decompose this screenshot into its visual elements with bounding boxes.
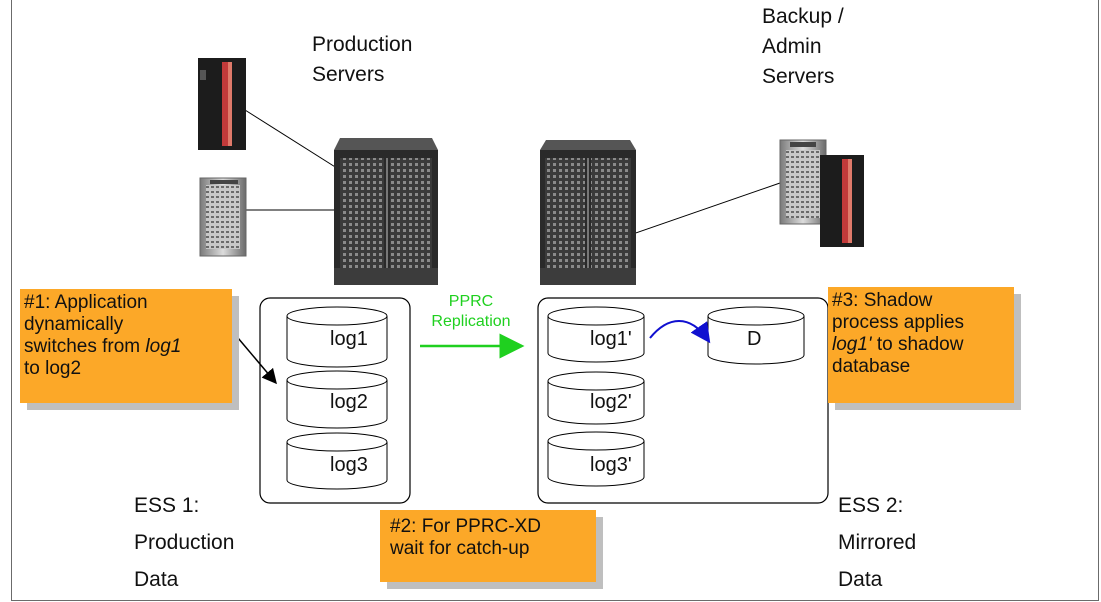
production-servers-label: Production Servers xyxy=(312,33,413,86)
volume-cylinder-log2-mirror xyxy=(547,371,645,425)
replication-label: PPRC Replication xyxy=(431,293,511,330)
ess1-label: ESS 1: Production Data xyxy=(134,494,235,591)
shadow-database-cylinder xyxy=(707,306,805,365)
step2-callout: #2: For PPRC-XD wait for catch-up xyxy=(380,510,596,582)
volume-label: log1' xyxy=(590,328,632,350)
volume-cylinder-log2 xyxy=(286,370,388,429)
step3-callout: #3: Shadow process applies log1' to shad… xyxy=(828,287,1014,403)
tall-server-icon xyxy=(820,155,864,247)
connection-line xyxy=(244,109,341,171)
storage-unit-icon xyxy=(334,138,438,285)
volume-cylinder-log1 xyxy=(286,306,388,368)
apply-arrow xyxy=(649,320,711,344)
volume-label: log1 xyxy=(330,328,368,350)
volume-cylinder-log1-mirror xyxy=(547,306,645,363)
volume-label: log3' xyxy=(590,454,632,476)
ess2-label: ESS 2: Mirrored Data xyxy=(838,494,917,591)
shadow-db-label: D xyxy=(747,328,762,350)
ess1-container xyxy=(259,297,411,504)
connection-line xyxy=(629,182,781,236)
tall-server-icon xyxy=(198,58,246,150)
volume-label: log3 xyxy=(330,454,368,476)
tower-server-icon xyxy=(199,177,247,257)
volume-cylinder-log3 xyxy=(286,432,388,490)
tower-server-icon xyxy=(779,139,827,225)
storage-unit-icon xyxy=(540,140,636,285)
volume-cylinder-log3-mirror xyxy=(547,431,645,487)
volume-label: log2' xyxy=(590,391,632,413)
switch-arrow xyxy=(237,337,277,385)
diagram-frame xyxy=(11,0,1099,601)
step1-callout: #1: Application dynamically switches fro… xyxy=(20,289,232,403)
backup-servers-label: Backup / Admin Servers xyxy=(762,5,844,88)
volume-label: log2 xyxy=(330,391,368,413)
